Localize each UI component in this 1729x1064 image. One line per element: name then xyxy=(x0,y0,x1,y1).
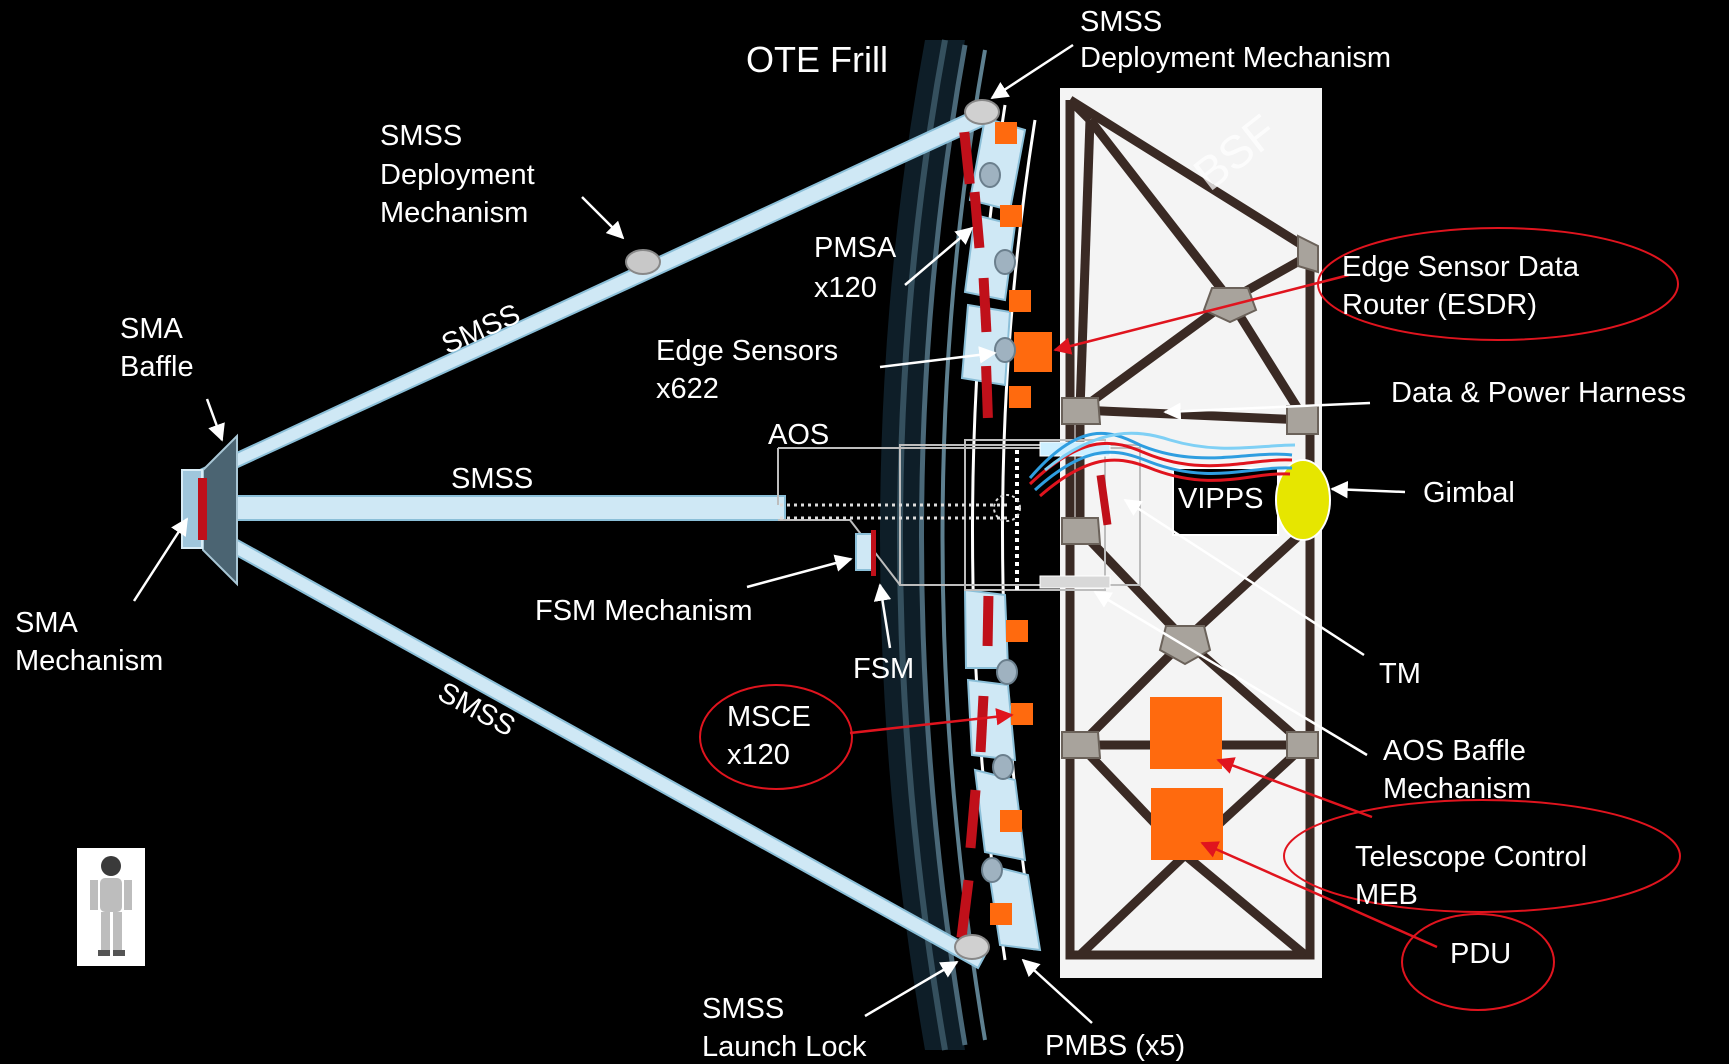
label-edge-sensors-1: Edge Sensors xyxy=(656,335,838,367)
gimbal xyxy=(1276,460,1330,540)
label-esdr-2: Router (ESDR) xyxy=(1342,289,1537,321)
sma-mechanism xyxy=(198,478,207,540)
label-fsm: FSM xyxy=(853,653,914,685)
smss-launch-lock xyxy=(955,935,989,959)
esdr-box xyxy=(1014,332,1052,372)
label-aos: AOS xyxy=(768,419,829,451)
label-msce-1: MSCE xyxy=(727,701,811,733)
fsm-mirror xyxy=(871,530,876,576)
label-tcm-2: MEB xyxy=(1355,879,1418,911)
label-data-power: Data & Power Harness xyxy=(1391,377,1686,409)
label-aos-baffle-2: Mechanism xyxy=(1383,773,1531,805)
secondary-mirror-assembly xyxy=(182,436,237,584)
label-pmsa-1: PMSA xyxy=(814,232,897,264)
label-gimbal: Gimbal xyxy=(1423,477,1515,509)
label-edge-sensors-2: x622 xyxy=(656,373,719,405)
label-aos-baffle-1: AOS Baffle xyxy=(1383,735,1526,767)
label-smss-launch-1: SMSS xyxy=(702,993,784,1025)
label-sma-mech-2: Mechanism xyxy=(15,645,163,677)
smss-deployment-mechanism-top xyxy=(965,100,999,124)
label-fsm-mechanism: FSM Mechanism xyxy=(535,595,753,627)
label-pdu: PDU xyxy=(1450,938,1511,970)
label-sma-baffle-1: SMA xyxy=(120,313,184,345)
label-smss-deploy-top-2: Deployment Mechanism xyxy=(1080,42,1391,74)
astronaut-icon xyxy=(77,848,145,966)
label-smss-deploy-left-3: Mechanism xyxy=(380,197,528,229)
pdu-box xyxy=(1151,788,1223,860)
label-tcm-1: Telescope Control xyxy=(1355,841,1587,873)
label-tm: TM xyxy=(1379,658,1421,690)
label-pmsa-2: x120 xyxy=(814,272,877,304)
vipps-label: VIPPS xyxy=(1178,483,1263,515)
label-smss-launch-2: Launch Lock xyxy=(702,1031,867,1063)
smss-deployment-mechanism-mid xyxy=(626,250,660,274)
label-smss-mid: SMSS xyxy=(451,463,533,495)
label-smss-deploy-top-1: SMSS xyxy=(1080,6,1162,38)
label-smss-deploy-left-1: SMSS xyxy=(380,120,462,152)
label-sma-baffle-2: Baffle xyxy=(120,351,194,383)
label-msce-2: x120 xyxy=(727,739,790,771)
labels: SMSS Deployment Mechanism OTE Frill SMSS… xyxy=(15,6,1686,1063)
esdr-highlight xyxy=(1318,228,1678,340)
label-ote-frill: OTE Frill xyxy=(746,39,888,80)
sma-baffle xyxy=(203,436,237,584)
label-sma-mech-1: SMA xyxy=(15,607,79,639)
label-esdr-1: Edge Sensor Data xyxy=(1342,251,1580,283)
label-pmbs: PMBS (x5) xyxy=(1045,1030,1185,1062)
label-smss-deploy-left-2: Deployment xyxy=(380,159,535,191)
telescope-control-meb xyxy=(1150,697,1222,769)
